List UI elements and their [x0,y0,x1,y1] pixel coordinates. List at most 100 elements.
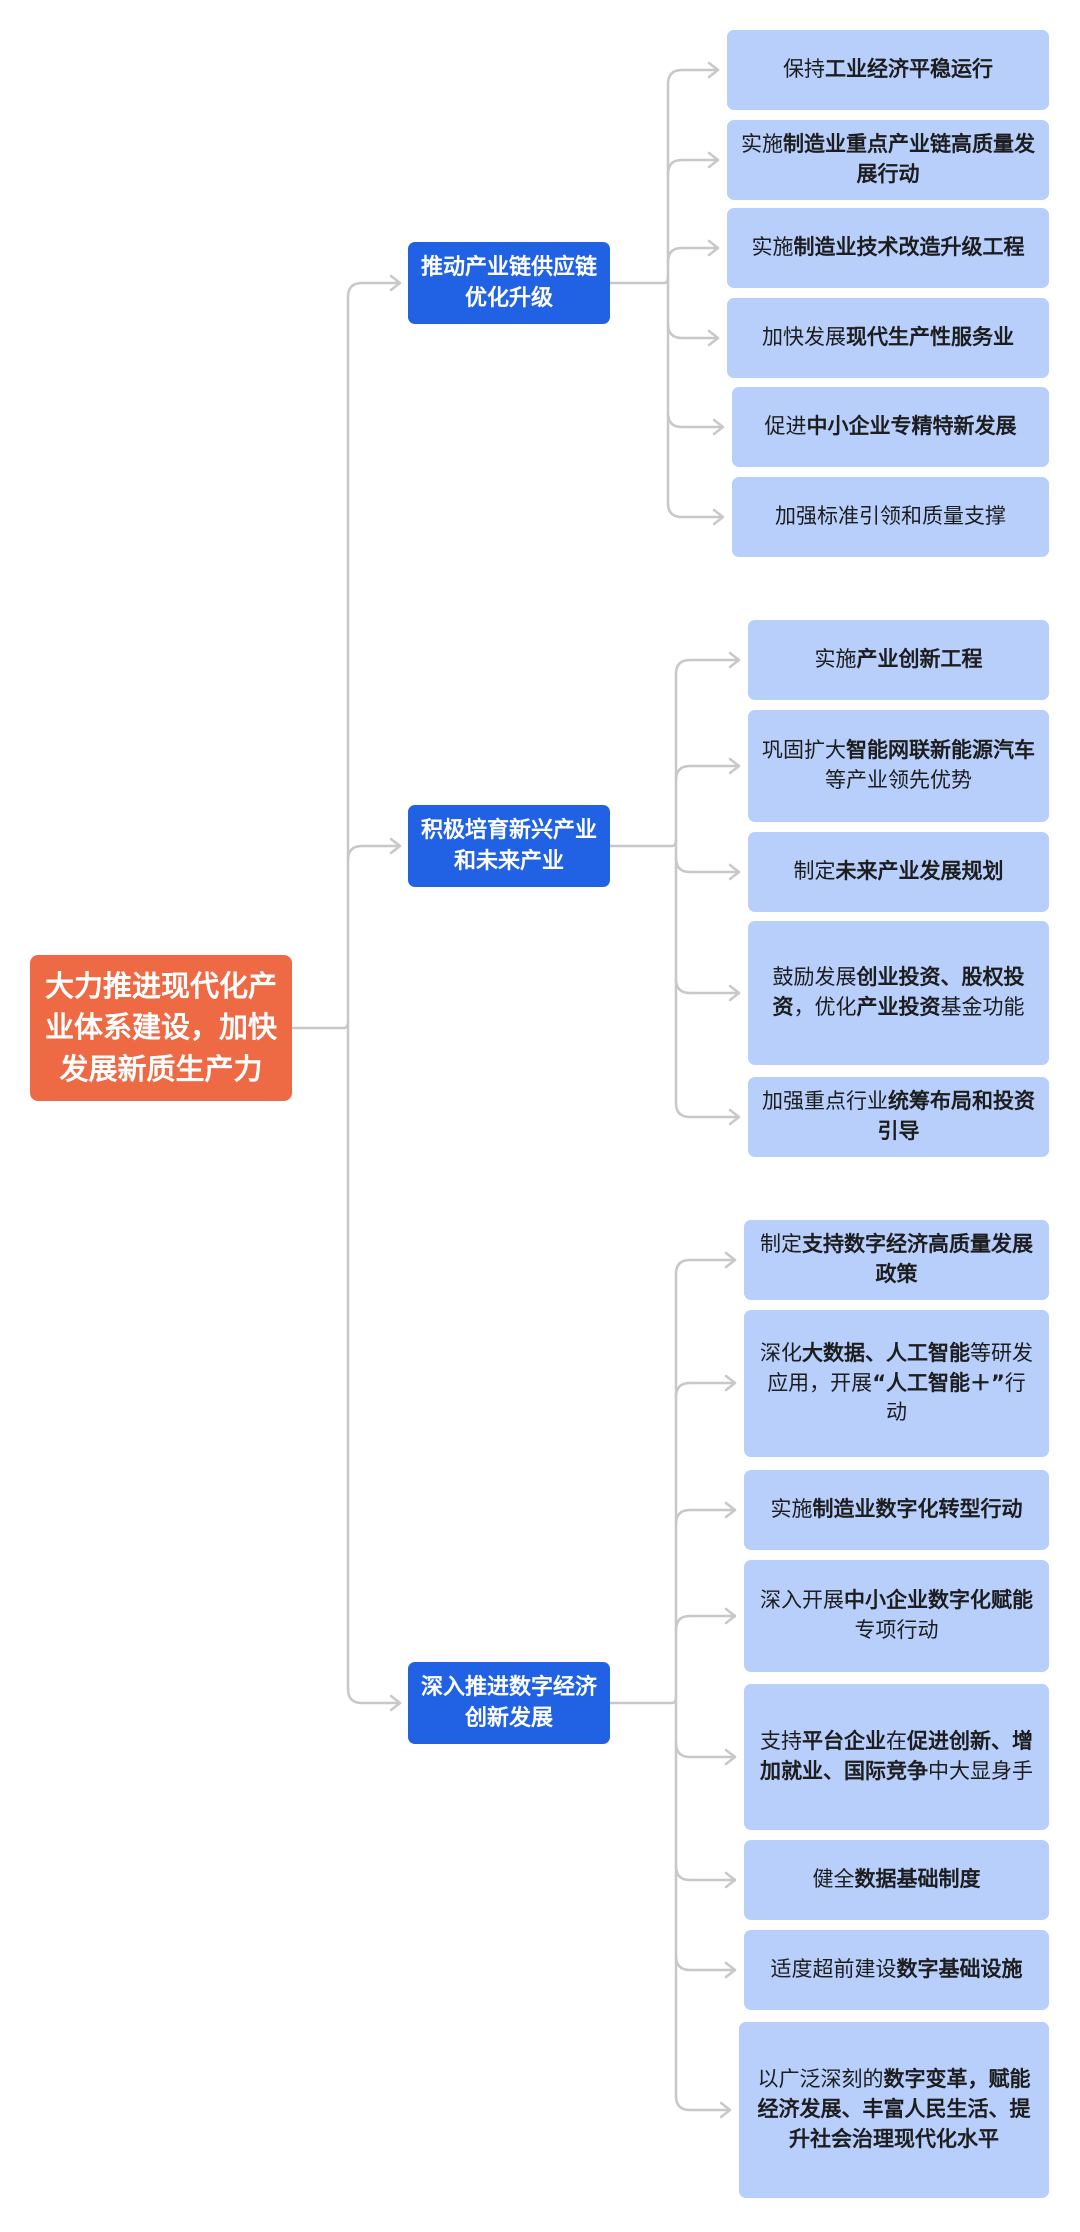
connector-stem [290,1020,350,1030]
root-topic: 大力推进现代化产业体系建设，加快发展新质生产力 [30,955,292,1101]
leaf-text: 中大显身手 [928,1759,1033,1783]
connector-branch [674,1864,737,1882]
leaf-node: 保持工业经济平稳运行 [727,30,1049,110]
connector-branch [674,977,741,995]
leaf-text: 专项行动 [854,1618,939,1642]
leaf-text-bold: 数字变革，赋能经济发展、丰富人民生活、提升社会治理现代化水平 [757,2067,1031,2151]
leaf-text: 实施 [741,132,783,157]
connector-branch [666,322,720,340]
connector-branch [666,68,720,86]
connector-arrowhead [389,1694,402,1712]
leaf-text: 加快发展 [762,325,846,350]
leaf-node: 实施产业创新工程 [748,620,1049,700]
connector-arrowhead [728,863,741,881]
leaf-text: 制定 [760,1232,802,1257]
leaf-node: 实施制造业数字化转型行动 [744,1470,1049,1550]
leaf-text-bold: 产业投资 [856,995,941,1019]
leaf-text: 加强重点行业 [762,1089,888,1114]
connector-stem [608,275,670,285]
leaf-label: 深入开展中小企业数字化赋能专项行动 [758,1586,1035,1646]
leaf-text: 鼓励发展 [772,965,857,990]
leaf-label: 健全数据基础制度 [813,1865,981,1895]
leaf-label: 实施制造业重点产业链高质量发展行动 [741,130,1035,190]
leaf-label: 制定未来产业发展规划 [794,857,1004,887]
connector-branch [674,856,741,874]
leaf-node: 深化大数据、人工智能等研发应用，开展“人工智能＋”行动 [744,1310,1049,1457]
leaf-node: 加快发展现代生产性服务业 [727,298,1049,378]
leaf-text: 支持 [760,1729,802,1754]
leaf-text: 促进 [764,414,807,439]
connector-branch [674,1508,737,1526]
connector-branch [666,246,720,264]
leaf-text: 实施 [751,235,794,260]
leaf-label: 制定支持数字经济高质量发展政策 [758,1230,1035,1290]
leaf-node: 制定支持数字经济高质量发展政策 [744,1220,1049,1300]
leaf-text-bold: 数据基础制度 [854,1867,981,1892]
leaf-text-bold: “人工智能＋” [872,1370,1005,1395]
connector-branch [666,158,720,176]
leaf-text: 实施 [814,647,857,672]
leaf-label: 加强标准引领和质量支撑 [775,502,1006,532]
branch-label: 推动产业链供应链优化升级 [420,254,597,311]
leaf-node: 加强标准引领和质量支撑 [732,477,1049,557]
connector-branch [674,1954,737,1972]
connector-stem [608,1695,678,1705]
leaf-text: 在 [886,1729,907,1754]
leaf-text-bold: 平台企业 [802,1729,886,1754]
leaf-text: ，优化 [793,995,857,1019]
leaf-node: 实施制造业技术改造升级工程 [727,208,1049,288]
connector-arrowhead [724,1607,737,1625]
leaf-text: 健全 [812,1867,855,1892]
connector-arrowhead [724,1961,737,1979]
leaf-text: 以广泛深刻的 [757,2067,884,2092]
connector-arrowhead [724,1871,737,1889]
leaf-text: 深入开展 [760,1588,844,1613]
connector-branch [674,658,741,676]
leaf-text-bold: 未来产业发展规划 [835,859,1004,884]
leaf-node: 支持平台企业在促进创新、增加就业、国际竞争中大显身手 [744,1684,1049,1830]
leaf-text-bold: 制造业重点产业链高质量发展行动 [783,132,1035,186]
leaf-text-bold: 创业投资、股权投资 [772,965,1025,1019]
connector-branch [674,1381,737,1399]
leaf-label: 以广泛深刻的数字变革，赋能经济发展、丰富人民生活、提升社会治理现代化水平 [753,2065,1035,2154]
connector-arrowhead [724,1251,737,1269]
branch-emerging-industries: 积极培育新兴产业和未来产业 [408,805,610,887]
leaf-text-bold: 制造业技术改造升级工程 [793,235,1025,260]
leaf-label: 加强重点行业统筹布局和投资引导 [762,1087,1035,1147]
connector-arrowhead [724,1374,737,1392]
leaf-label: 加快发展现代生产性服务业 [762,323,1014,353]
leaf-label: 巩固扩大智能网联新能源汽车等产业领先优势 [762,736,1035,796]
connector-arrowhead [724,1501,737,1519]
leaf-node: 以广泛深刻的数字变革，赋能经济发展、丰富人民生活、提升社会治理现代化水平 [739,2022,1049,2198]
leaf-text: 巩固扩大 [762,738,846,763]
leaf-text: 等产业领先优势 [825,768,972,792]
leaf-node: 深入开展中小企业数字化赋能专项行动 [744,1560,1049,1672]
connector-arrowhead [389,837,402,855]
connector-branch [674,764,741,782]
root-topic-label: 大力推进现代化产业体系建设，加快发展新质生产力 [44,969,277,1086]
connector-arrowhead [728,984,741,1002]
connector-branch [666,501,725,519]
connector-branch [666,411,725,429]
leaf-text-bold: 智能网联新能源汽车 [846,738,1035,763]
branch-label: 深入推进数字经济创新发展 [420,1674,597,1731]
leaf-text: 行动 [886,1370,1026,1425]
leaf-label: 适度超前建设数字基础设施 [771,1955,1023,1985]
connector-branch [674,1741,737,1759]
connector-branch [674,1258,737,1276]
branch-supply-chain-upgrade: 推动产业链供应链优化升级 [408,242,610,324]
leaf-text-bold: 产业创新工程 [856,647,983,672]
leaf-label: 实施制造业技术改造升级工程 [752,233,1025,263]
connector-arrowhead [712,508,725,526]
leaf-text: 等研发应用，开展 [767,1340,1033,1395]
leaf-label: 支持平台企业在促进创新、增加就业、国际竞争中大显身手 [758,1727,1035,1787]
leaf-text-bold: 中小企业数字化赋能 [844,1588,1033,1613]
leaf-text: 制定 [793,859,836,884]
leaf-text: 保持 [783,57,825,82]
leaf-label: 促进中小企业专精特新发展 [765,412,1017,442]
leaf-node: 适度超前建设数字基础设施 [744,1930,1049,2010]
leaf-text-bold: 大数据、人工智能 [802,1340,970,1365]
leaf-label: 实施产业创新工程 [815,645,983,675]
connector-stem [608,838,678,848]
